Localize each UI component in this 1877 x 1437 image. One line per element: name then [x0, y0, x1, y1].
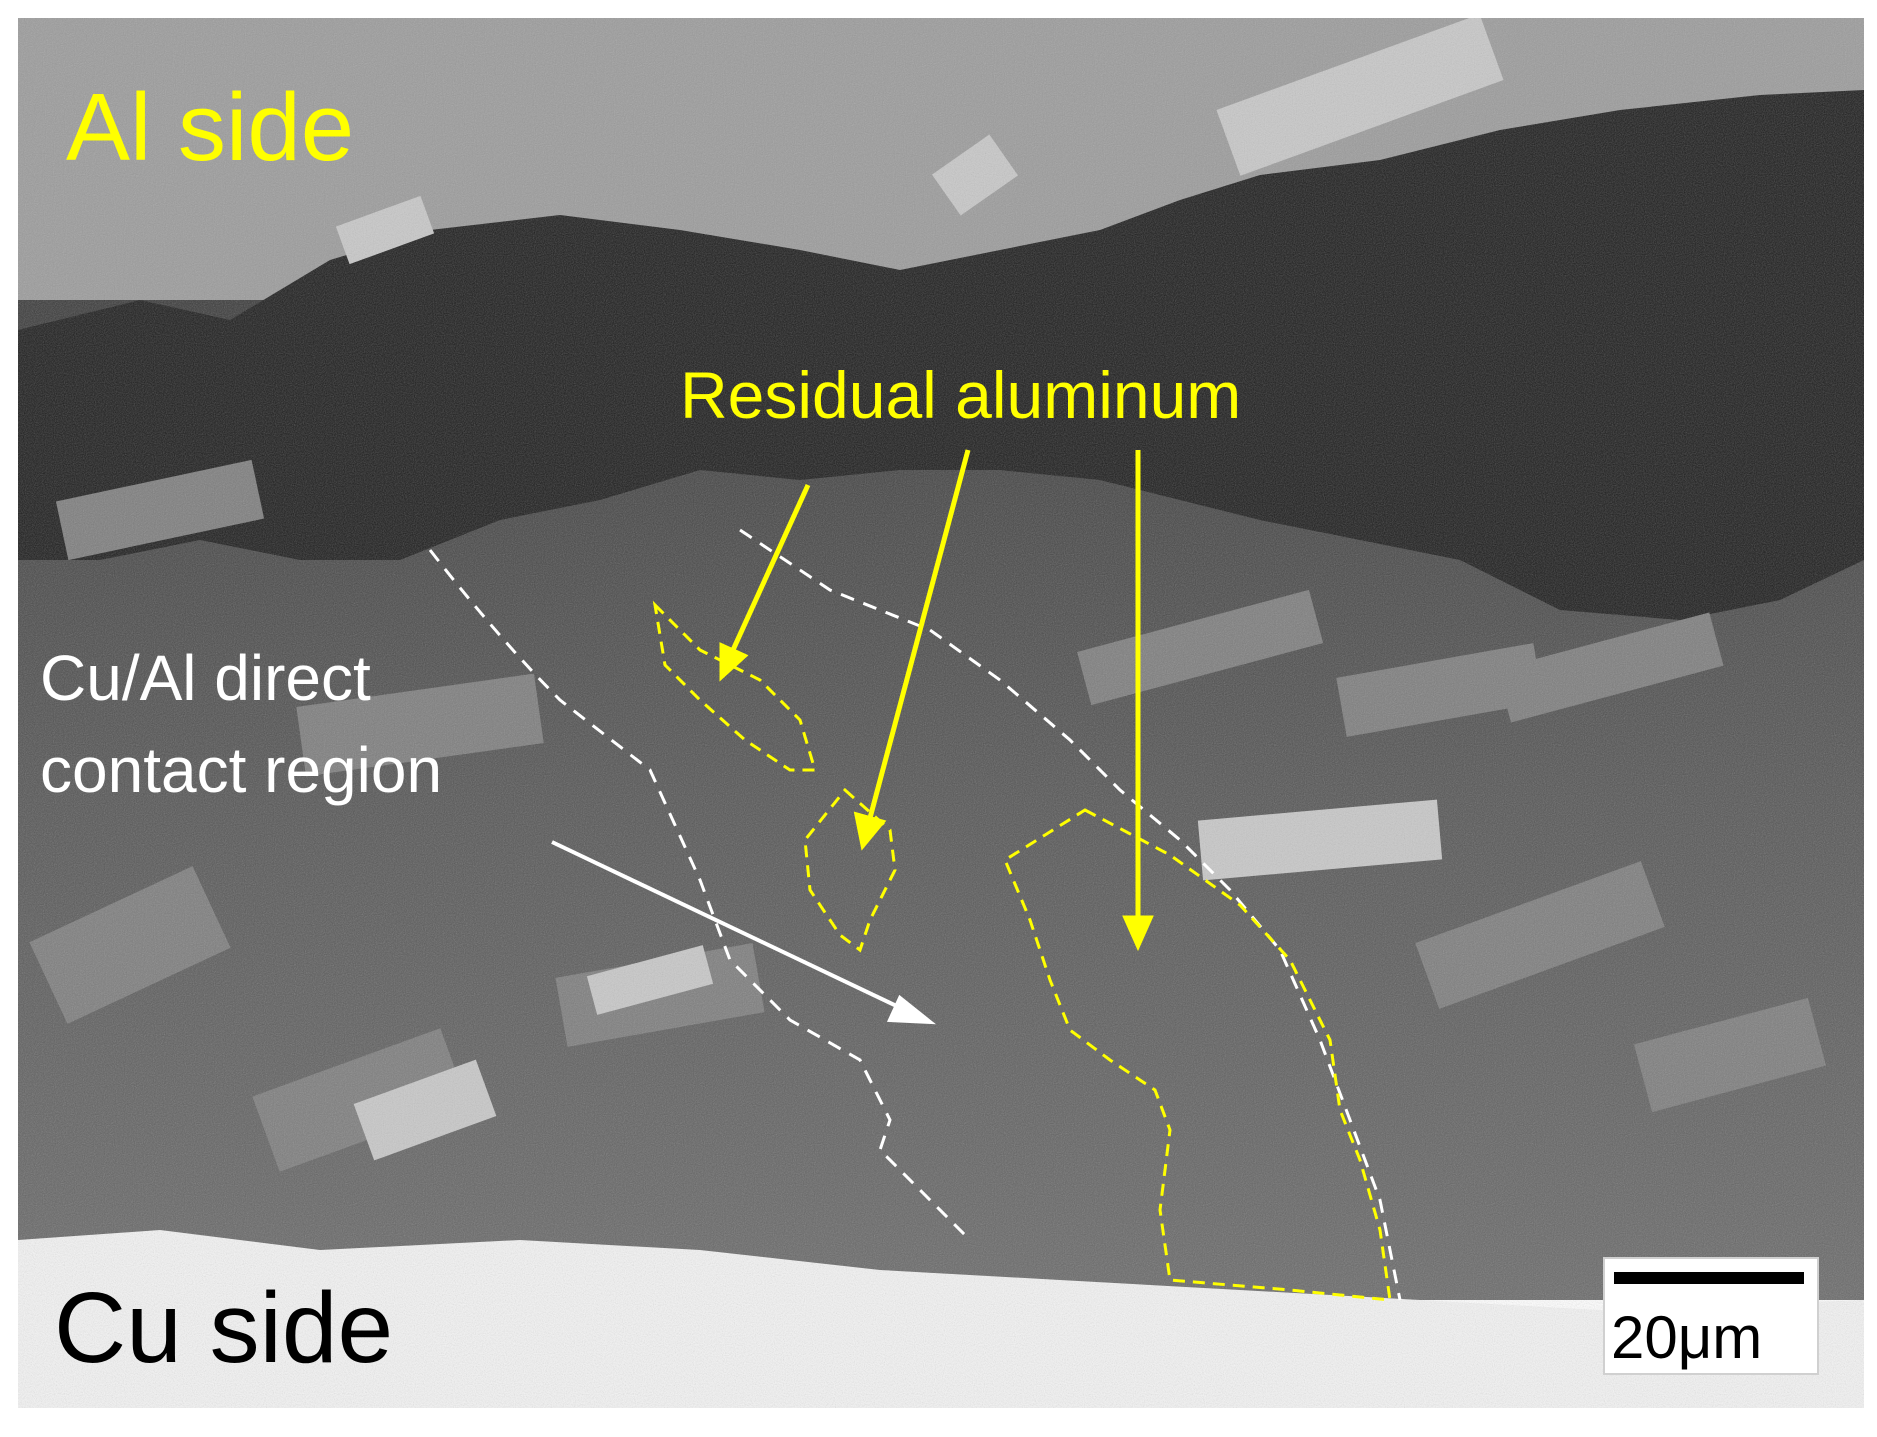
direct-contact-label-line2: contact region: [40, 734, 442, 806]
al-side-label: Al side: [66, 74, 354, 181]
cu-side-label: Cu side: [54, 1272, 393, 1384]
scale-bar-line: [1614, 1272, 1804, 1284]
left-boundary-line: [428, 549, 972, 1242]
residual-al-arrows: [719, 449, 1154, 952]
residual-al-outline-1: [652, 600, 818, 772]
direct-contact-label-line1: Cu/Al direct: [40, 642, 371, 714]
scale-bar-label: 20μm: [1611, 1304, 1762, 1371]
residual-al-outline-2: [803, 787, 897, 953]
right-boundary-line: [739, 528, 1402, 1301]
scale-bar: 20μm: [1603, 1257, 1819, 1375]
micrograph-image: [18, 18, 1864, 1408]
residual-al-outline-3: [1003, 808, 1392, 1302]
residual-aluminum-label: Residual aluminum: [680, 358, 1241, 432]
noise-overlay: [18, 18, 1864, 1408]
direct-contact-arrow: [551, 840, 937, 1025]
